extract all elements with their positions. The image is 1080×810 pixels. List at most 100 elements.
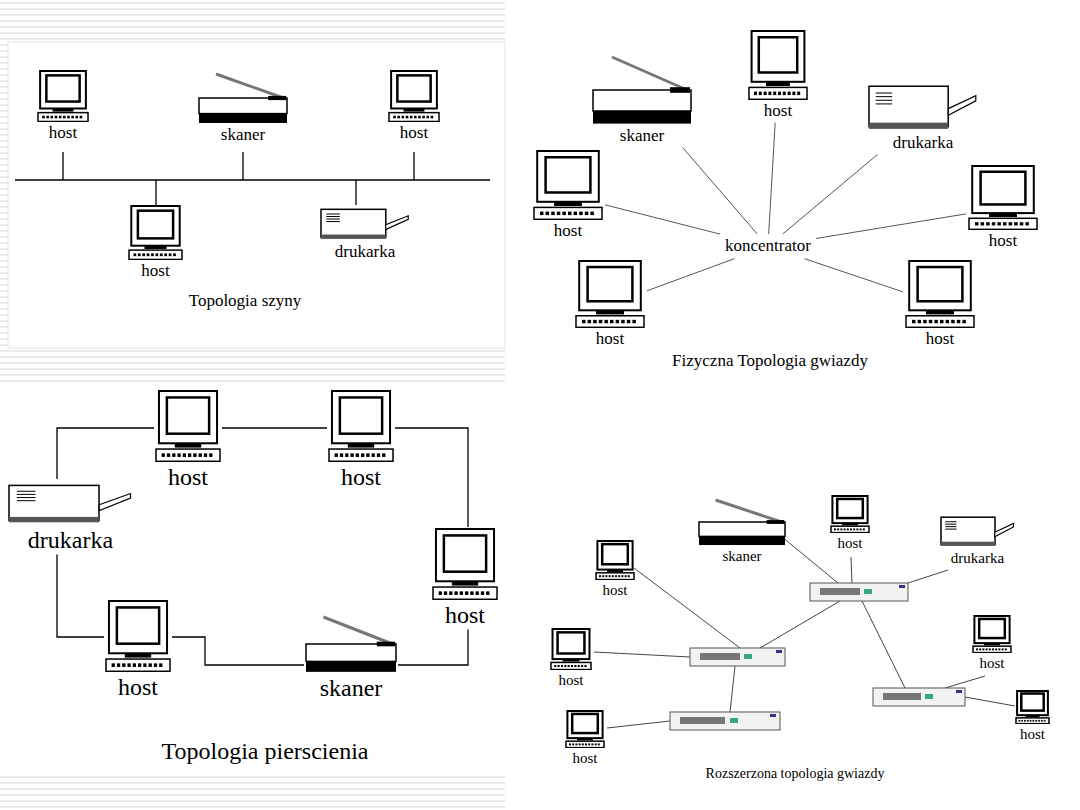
bus-drop: [62, 152, 63, 180]
switch-symbols: [670, 583, 965, 730]
device-label: host: [445, 602, 485, 628]
device-label: skaner: [620, 127, 664, 146]
printer-icon: [320, 205, 410, 241]
network-cable: [172, 637, 304, 665]
computer-icon: [37, 70, 89, 122]
device-label: host: [118, 674, 158, 700]
device-node: host: [830, 495, 870, 552]
device-label: host: [602, 582, 627, 599]
printer-icon: [940, 513, 1015, 548]
device-node: host: [128, 205, 183, 281]
device-label: host: [989, 232, 1017, 251]
network-cable: [783, 155, 878, 234]
panel-frame: [8, 42, 505, 348]
network-cable: [647, 259, 734, 291]
computer-icon: [128, 205, 183, 260]
device-node: skaner: [198, 72, 288, 145]
network-cable: [57, 428, 154, 479]
device-label: host: [168, 464, 208, 490]
device-label: host: [141, 262, 169, 281]
device-label: skaner: [320, 675, 383, 701]
computer-icon: [105, 600, 171, 672]
device-label: host: [979, 655, 1004, 672]
device-node: host: [968, 165, 1038, 251]
bus-drop: [155, 180, 156, 205]
network-cable: [398, 629, 468, 665]
computer-icon: [575, 260, 645, 328]
network-cable: [222, 427, 327, 428]
device-label: skaner: [221, 126, 265, 145]
computer-icon: [830, 495, 870, 533]
device-node: drukarka: [8, 480, 133, 553]
hub-label-node: koncentrator: [722, 236, 814, 257]
computer-icon: [968, 165, 1038, 230]
device-label: host: [572, 750, 597, 767]
scanner-icon: [698, 498, 786, 546]
device-node: host: [105, 600, 171, 700]
device-node: drukarka: [868, 80, 978, 153]
device-label: drukarka: [335, 243, 395, 262]
device-label: drukarka: [28, 527, 113, 553]
device-node: host: [37, 70, 89, 143]
device-label: host: [926, 330, 954, 349]
device-label: drukarka: [893, 134, 953, 153]
network-cable: [395, 428, 468, 527]
device-node: host: [748, 30, 808, 121]
computer-icon: [328, 390, 394, 462]
network-cable: [605, 205, 720, 234]
printer-icon: [868, 80, 978, 132]
network-cable: [805, 259, 903, 292]
device-label: host: [596, 330, 624, 349]
device-node: drukarka: [320, 205, 410, 262]
computer-icon: [1015, 690, 1050, 724]
device-node: host: [575, 260, 645, 349]
topology-caption: Topologia pierscienia: [162, 738, 369, 764]
device-label: skaner: [722, 548, 761, 565]
computer-icon: [565, 710, 605, 748]
slide-stripes: [0, 348, 505, 384]
device-node: host: [972, 615, 1012, 672]
device-node: host: [550, 628, 592, 689]
device-label: host: [341, 464, 381, 490]
network-cable: [57, 554, 104, 637]
device-node: host: [1015, 690, 1050, 743]
bus-drop: [355, 180, 356, 205]
topology-caption: Fizyczna Topologia gwiazdy: [672, 352, 868, 371]
device-node: host: [533, 150, 603, 241]
computer-icon: [550, 628, 592, 670]
computer-icon: [533, 150, 603, 220]
network-cable: [816, 214, 966, 239]
scanner-icon: [198, 72, 288, 124]
device-node: host: [155, 390, 221, 490]
device-label: host: [554, 222, 582, 241]
device-node: host: [595, 540, 635, 599]
device-node: skaner: [305, 615, 397, 701]
extended-star-wires: [594, 532, 1015, 728]
device-label: host: [1020, 726, 1045, 743]
device-node: skaner: [698, 498, 786, 565]
bus-drop: [413, 152, 414, 180]
device-label: host: [49, 124, 77, 143]
device-node: host: [432, 528, 498, 628]
device-label: koncentrator: [722, 236, 814, 257]
slide-stripes: [0, 0, 505, 42]
device-label: drukarka: [951, 550, 1004, 567]
computer-icon: [388, 70, 440, 122]
device-node: host: [565, 710, 605, 767]
bus-wires: [15, 152, 490, 205]
computer-icon: [595, 540, 635, 580]
computer-icon: [905, 260, 975, 328]
device-label: host: [400, 124, 428, 143]
slide-stripes: [0, 42, 8, 348]
computer-icon: [972, 615, 1012, 653]
computer-icon: [432, 528, 498, 600]
device-label: host: [558, 672, 583, 689]
topology-caption: Topologia szyny: [189, 292, 302, 311]
device-node: drukarka: [940, 513, 1015, 567]
computer-icon: [748, 30, 808, 100]
device-node: host: [905, 260, 975, 349]
device-node: host: [328, 390, 394, 490]
device-node: skaner: [592, 55, 692, 146]
bus-line: [15, 179, 490, 180]
